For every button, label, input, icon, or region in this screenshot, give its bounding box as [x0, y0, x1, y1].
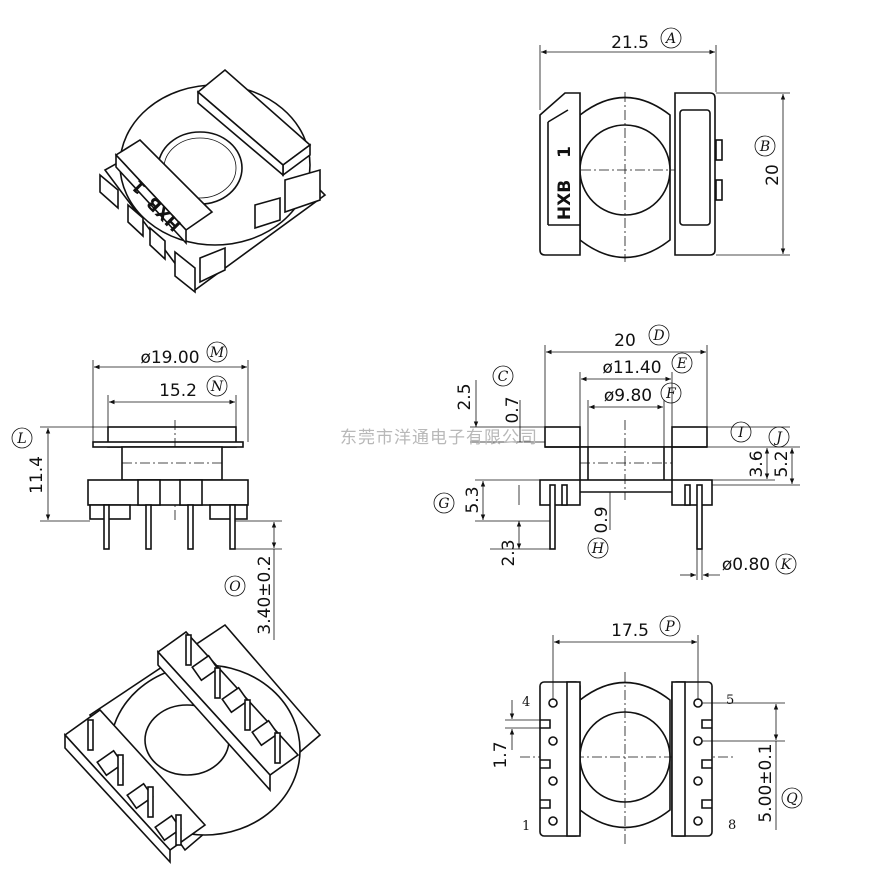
side-view: ø19.00 M 15.2 N 11.4 L 3.40±0.2 O [11, 341, 282, 640]
dim-O-label: O [229, 579, 241, 595]
top-brand-mark: HXB [555, 180, 575, 220]
top-view: HXB 1 21.5 A 20 B [539, 27, 790, 262]
dim-K-label: K [780, 557, 793, 573]
dim-A-label: A [664, 31, 676, 47]
dim-G-value: 5.3 [463, 486, 483, 513]
dim-P2-value: 1.7 [491, 741, 511, 768]
dim-I-label: I [737, 425, 744, 441]
dim-E-label: E [676, 356, 687, 372]
dim-L-label: L [16, 431, 26, 447]
dim-L-value: 11.4 [27, 456, 47, 494]
dim-D-label: D [652, 328, 664, 344]
dim-M-value: ø19.00 [140, 348, 199, 368]
dim-H-label: H [591, 541, 605, 557]
bottom-view: 17.5 P 1.7 5.00±0.1 Q 4 5 1 8 [491, 615, 803, 845]
iso-view-top: HXB 1 [99, 68, 327, 294]
dim-P-value: 17.5 [611, 621, 649, 641]
dim-C-value: 2.5 [455, 383, 475, 410]
dim-B-value: 20 [763, 164, 783, 186]
dim-H-value: 0.9 [592, 506, 612, 533]
dim-K-value: ø0.80 [722, 555, 770, 575]
iso-view-bottom [63, 623, 322, 865]
top-pin1-mark: 1 [555, 146, 575, 158]
section-view: 20 D ø11.40 E ø9.80 F 2.5 C 0.7 3.6 5.2 [433, 324, 800, 580]
watermark: 东莞市洋通电子有限公司 [340, 428, 538, 448]
dim-H2-value: 2.3 [499, 539, 519, 566]
dim-F-value: ø9.80 [604, 386, 652, 406]
dim-M-label: M [209, 345, 225, 361]
pin-number-1: 1 [522, 819, 530, 834]
dim-N-label: N [210, 379, 224, 395]
dim-N-value: 15.2 [159, 381, 197, 401]
dim-I-value: 3.6 [747, 450, 767, 477]
pin-number-4: 4 [522, 695, 530, 710]
dim-P-label: P [664, 619, 675, 635]
dim-G-label: G [438, 496, 449, 512]
dim-A-value: 21.5 [611, 33, 649, 53]
dim-O-value: 3.40±0.2 [255, 555, 275, 634]
dim-D-value: 20 [614, 331, 636, 351]
pin-number-8: 8 [728, 818, 736, 833]
dim-B-label: B [759, 139, 770, 155]
pin-number-5: 5 [726, 693, 734, 708]
dim-Q-value: 5.00±0.1 [756, 743, 776, 822]
dim-E-value: ø11.40 [602, 358, 661, 378]
dim-J-value: 5.2 [772, 450, 792, 477]
dim-Q-label: Q [786, 791, 798, 807]
dim-J-label: J [773, 430, 783, 446]
dim-F-label: F [665, 386, 677, 402]
dim-C-label: C [498, 369, 509, 385]
dim-C2-value: 0.7 [503, 396, 523, 423]
